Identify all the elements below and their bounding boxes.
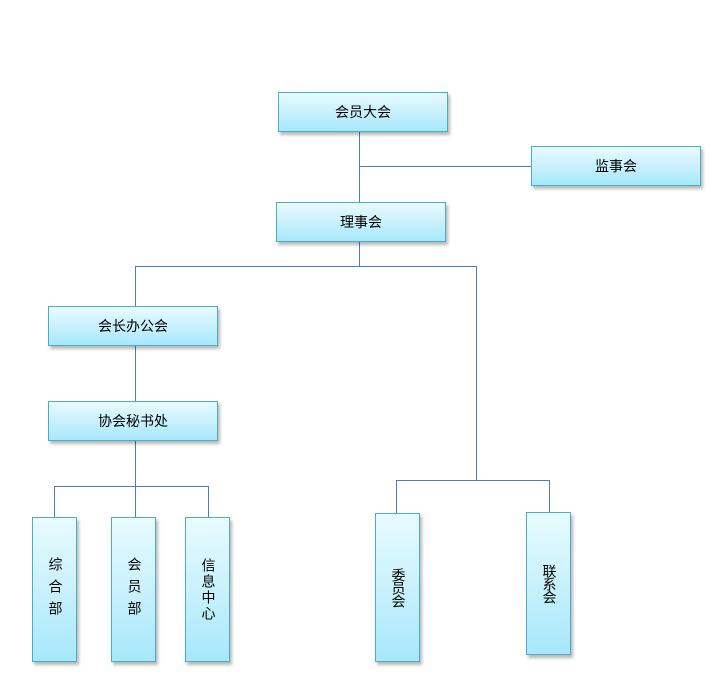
- connector-to-member-dept: [135, 486, 136, 517]
- node-secretariat[interactable]: 协会秘书处: [48, 401, 218, 441]
- connector-office-to-secretariat: [135, 346, 136, 401]
- connector-right-trunk: [476, 266, 477, 480]
- connector-secretariat-branch: [54, 486, 209, 487]
- node-general-dept[interactable]: 综合部: [32, 517, 77, 662]
- node-supervisory-board[interactable]: 监事会: [531, 146, 701, 186]
- connector-to-committee: [396, 480, 397, 513]
- node-label: 协会秘书处: [98, 414, 168, 430]
- connector-to-president-office: [135, 266, 136, 306]
- node-council[interactable]: 理事会: [276, 202, 446, 242]
- connector-right-branch: [396, 480, 550, 481]
- node-label: 综合部: [46, 556, 63, 623]
- connector-assembly-to-council: [359, 132, 360, 202]
- node-info-center[interactable]: 信息中心: [185, 517, 230, 662]
- connector-to-liaison: [549, 480, 550, 512]
- node-general-assembly[interactable]: 会员大会: [278, 92, 448, 132]
- node-committee[interactable]: 委员会: [375, 513, 420, 662]
- node-label: 会员部: [125, 556, 142, 623]
- connector-to-supervisory-board: [359, 166, 531, 167]
- connector-council-branch: [135, 266, 477, 267]
- node-label: 信息中心: [199, 557, 216, 622]
- node-label: 会长办公会: [98, 319, 168, 335]
- connector-secretariat-down: [135, 441, 136, 487]
- node-label: 委员会: [389, 568, 406, 607]
- connector-to-info-center: [208, 486, 209, 517]
- node-label: 理事会: [340, 215, 382, 231]
- node-label: 会员大会: [335, 105, 391, 121]
- node-president-office[interactable]: 会长办公会: [48, 306, 218, 346]
- connector-to-general-dept: [54, 486, 55, 517]
- node-label: 联系会: [540, 564, 557, 603]
- node-label: 监事会: [595, 159, 637, 175]
- node-liaison[interactable]: 联系会: [526, 512, 571, 655]
- node-member-dept[interactable]: 会员部: [111, 517, 156, 662]
- connector-council-down: [359, 242, 360, 266]
